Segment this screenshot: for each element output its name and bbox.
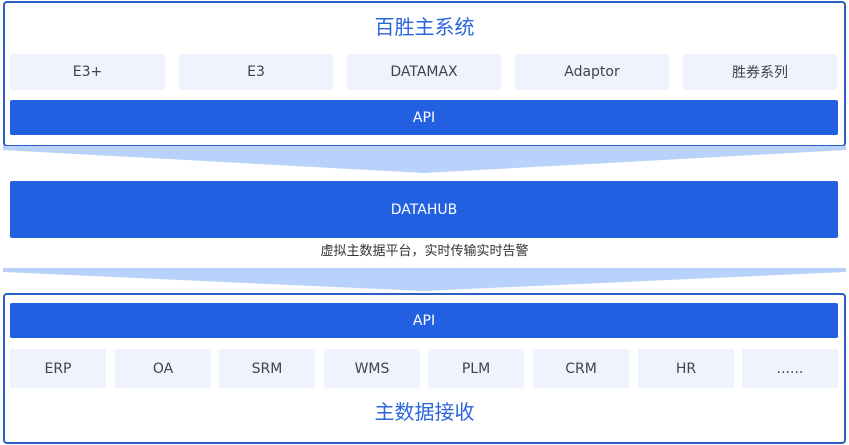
datahub-bar: DATAHUB xyxy=(10,181,838,238)
bottom-api-bar: API xyxy=(10,303,838,338)
module-crm: CRM xyxy=(533,349,629,388)
module-plm: PLM xyxy=(428,349,524,388)
module-shengquan-series: 胜券系列 xyxy=(683,54,837,90)
datahub-description: 虚拟主数据平台，实时传输实时告警 xyxy=(320,244,529,259)
module-hr: HR xyxy=(638,349,734,388)
module-datamax: DATAMAX xyxy=(347,54,501,90)
flow-connector-arrow-icon xyxy=(3,146,846,173)
module-e3plus: E3+ xyxy=(10,54,165,90)
module-wms: WMS xyxy=(324,349,420,388)
top-system-title: 百胜主系统 xyxy=(374,15,475,39)
top-api-bar: API xyxy=(10,100,838,135)
flow-connector-arrow-icon xyxy=(3,268,846,291)
module-more: ...... xyxy=(742,349,838,388)
module-e3: E3 xyxy=(179,54,333,90)
module-srm: SRM xyxy=(219,349,315,388)
module-erp: ERP xyxy=(10,349,106,388)
module-oa: OA xyxy=(115,349,211,388)
bottom-system-title: 主数据接收 xyxy=(374,400,475,424)
module-adaptor: Adaptor xyxy=(515,54,669,90)
